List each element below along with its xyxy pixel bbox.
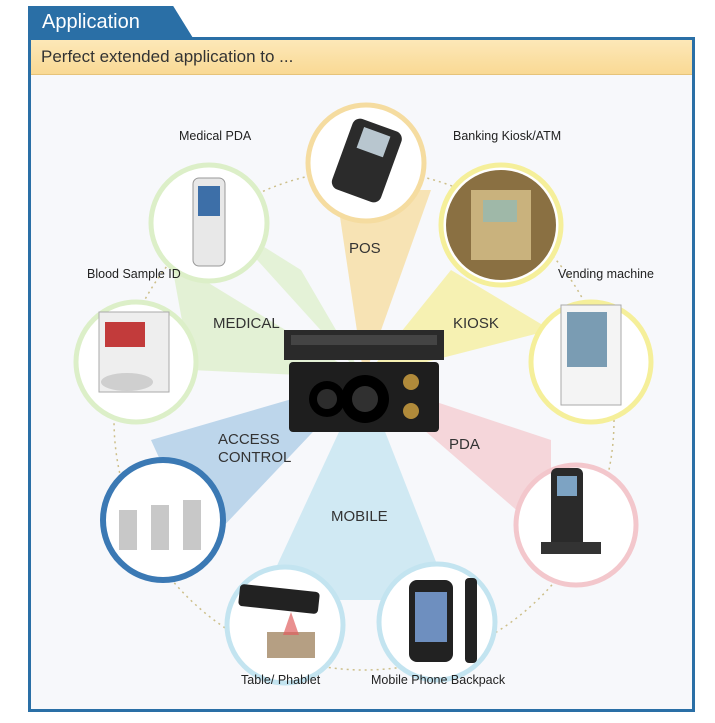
category-medical: MEDICAL bbox=[213, 315, 280, 332]
node-blood bbox=[73, 299, 199, 425]
subtitle-bar: Perfect extended application to ... bbox=[31, 40, 692, 75]
node-backpack bbox=[376, 561, 498, 683]
category-pos: POS bbox=[349, 240, 381, 257]
category-mobile: MOBILE bbox=[331, 508, 388, 525]
category-kiosk: KIOSK bbox=[453, 315, 499, 332]
node-banking bbox=[438, 162, 564, 288]
category-pda: PDA bbox=[449, 436, 480, 453]
category-access-2: CONTROL bbox=[218, 449, 291, 466]
label-vending: Vending machine bbox=[558, 267, 654, 281]
application-diagram: POS KIOSK PDA MOBILE ACCESS CONTROL MEDI… bbox=[73, 102, 654, 687]
node-medical-pda bbox=[148, 162, 270, 284]
node-pda bbox=[513, 462, 639, 588]
application-panel: Perfect extended application to ... bbox=[28, 37, 695, 712]
scan-engine bbox=[284, 330, 444, 432]
node-access bbox=[100, 457, 226, 583]
node-table bbox=[224, 564, 346, 686]
label-table: Table/ Phablet bbox=[241, 673, 321, 687]
category-access-1: ACCESS bbox=[218, 431, 280, 448]
label-backpack: Mobile Phone Backpack bbox=[371, 673, 506, 687]
node-pos bbox=[305, 102, 427, 224]
label-banking: Banking Kiosk/ATM bbox=[453, 129, 561, 143]
label-medical-pda: Medical PDA bbox=[179, 129, 252, 143]
label-blood: Blood Sample ID bbox=[87, 267, 181, 281]
application-tab: Application bbox=[28, 6, 193, 38]
mobile-beam bbox=[261, 378, 451, 600]
node-vending bbox=[528, 299, 654, 425]
